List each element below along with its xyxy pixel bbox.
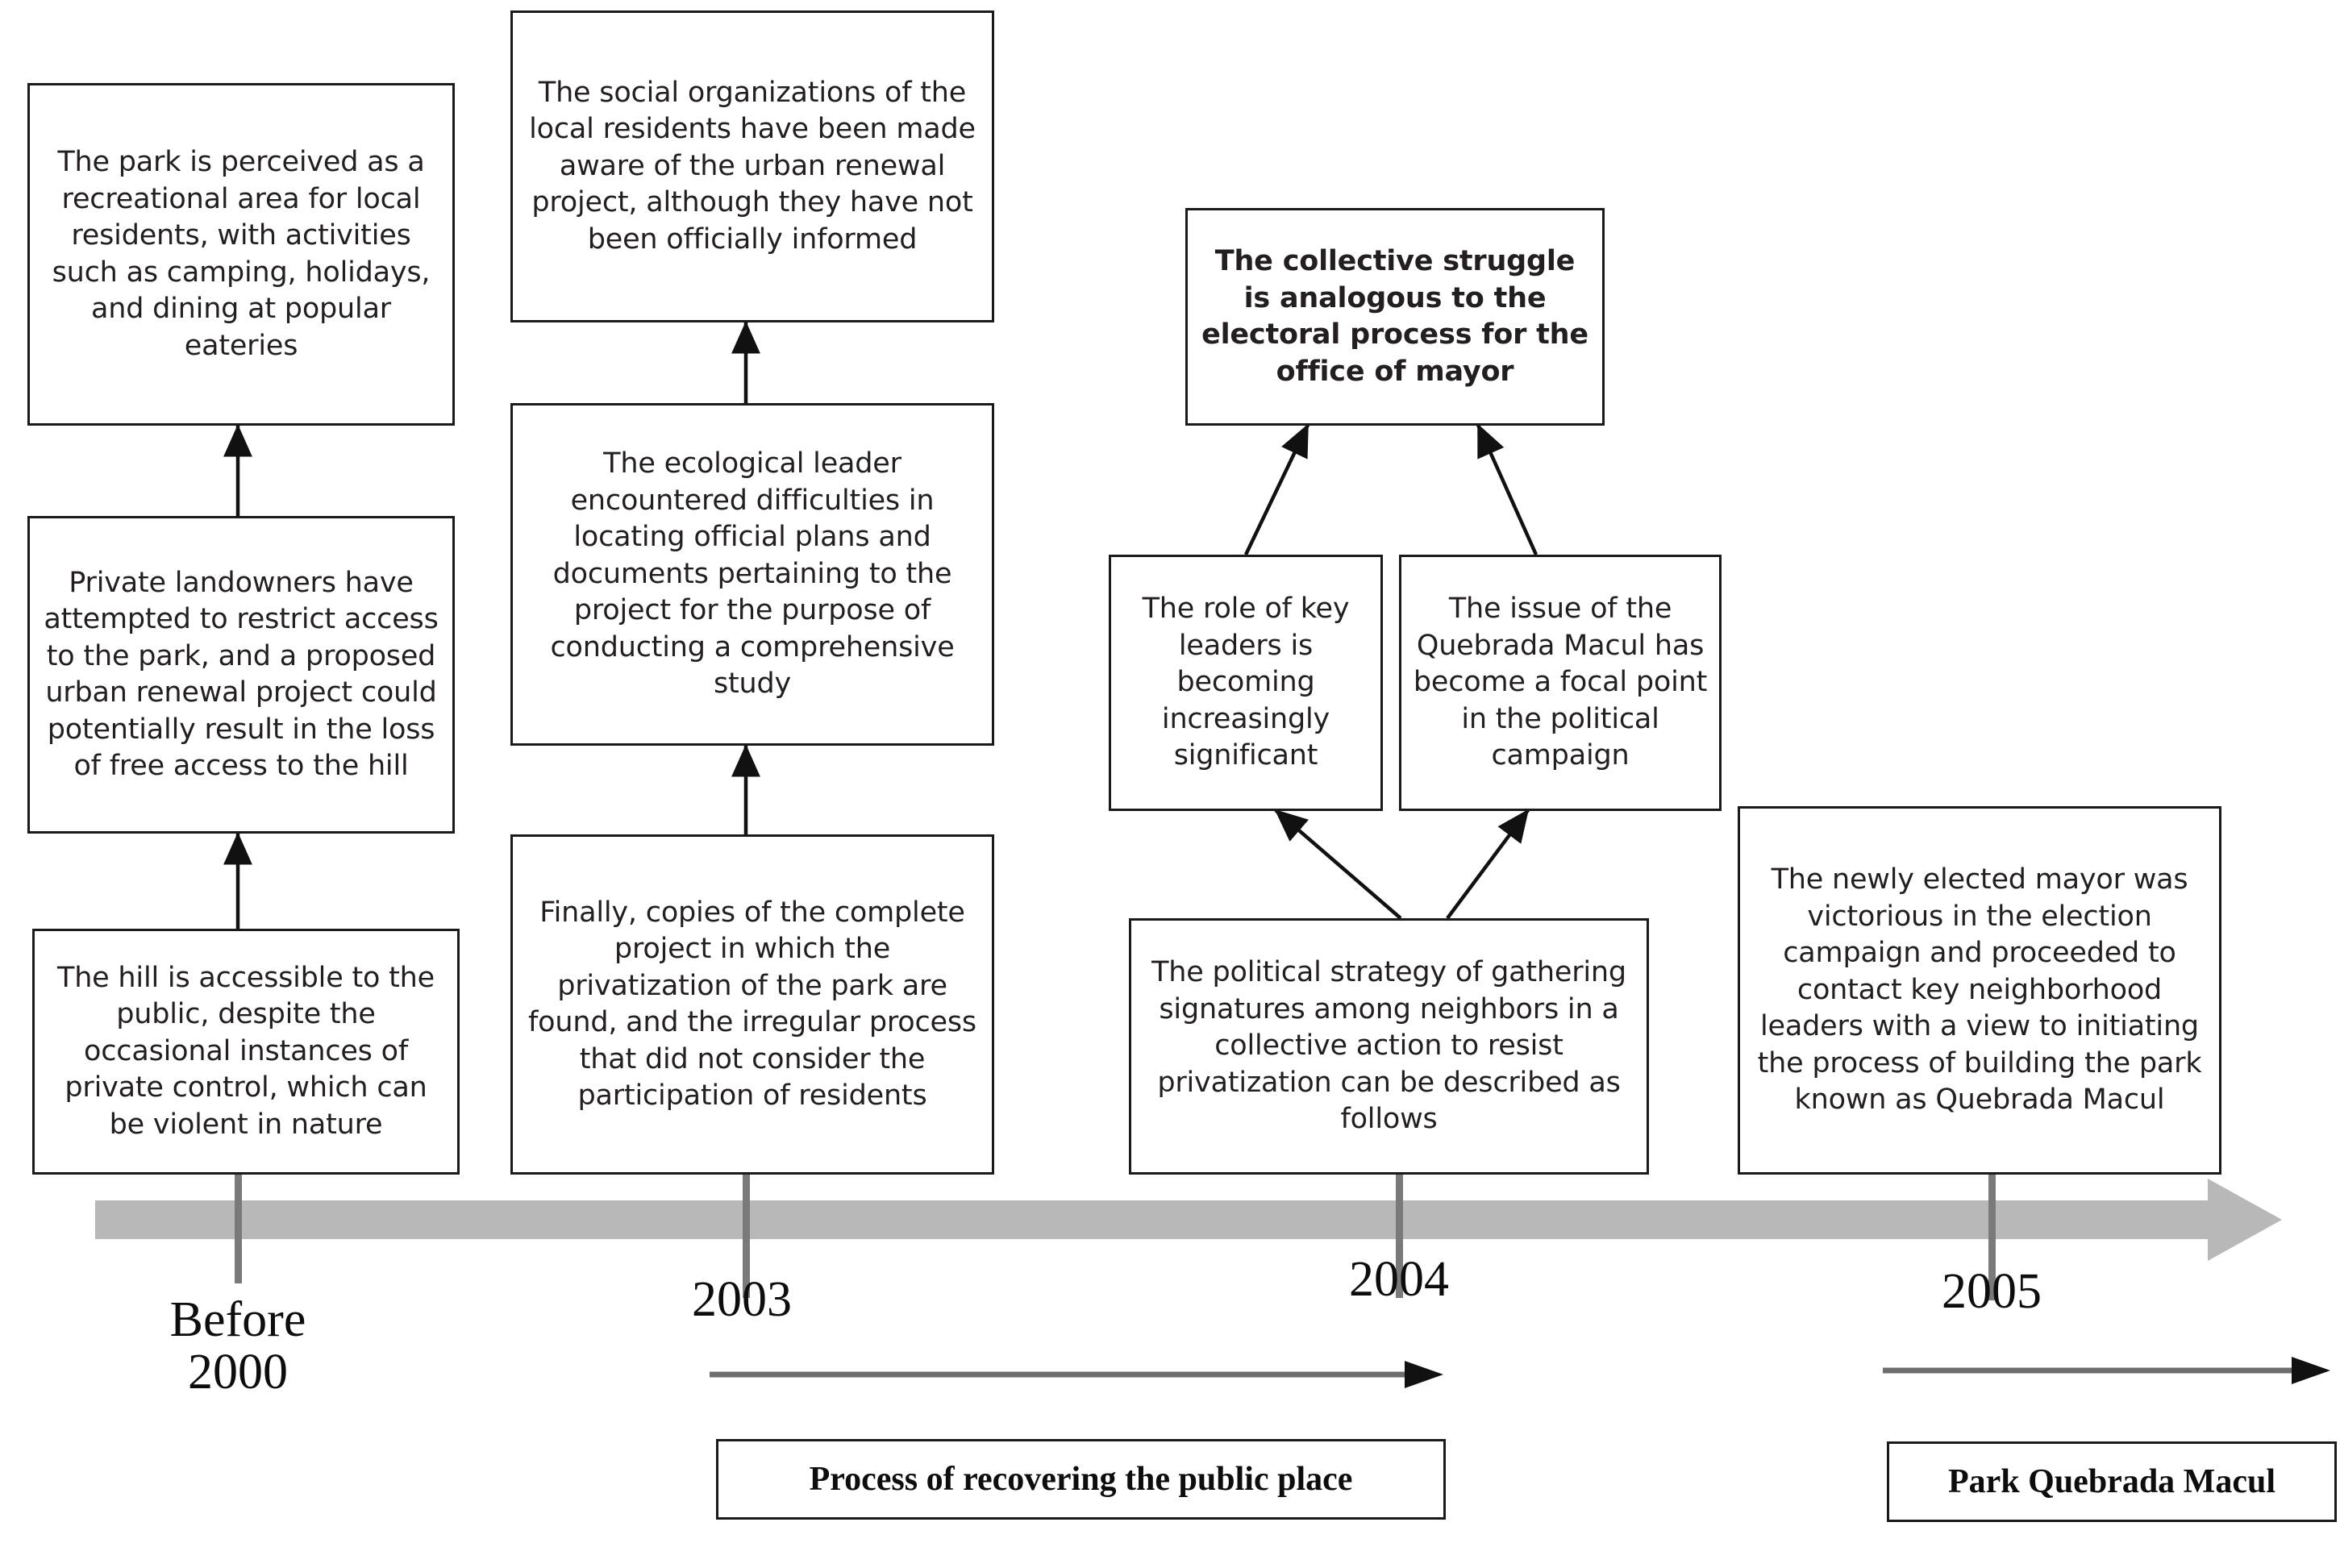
- node-2004-bottom[interactable]: The political strategy of gathering sign…: [1129, 918, 1649, 1175]
- node-text: The newly elected mayor was victorious i…: [1757, 863, 2202, 1117]
- phase-arrow-recovering: [710, 1361, 1443, 1388]
- phase-label-park[interactable]: Park Quebrada Macul: [1887, 1441, 2337, 1522]
- node-2004-right[interactable]: The issue of the Quebrada Macul has beco…: [1399, 555, 1722, 811]
- arrow-2004-bottom-to-right: [1446, 809, 1530, 920]
- node-text: The issue of the Quebrada Macul has beco…: [1413, 593, 1708, 772]
- phase-label-text: Process of recovering the public place: [809, 1461, 1353, 1498]
- node-text: The social organizations of the local re…: [529, 76, 976, 256]
- year-label-2005: 2005: [1942, 1264, 2042, 1319]
- node-text: The hill is accessible to the public, de…: [57, 961, 435, 1141]
- node-text: Private landowners have attempted to res…: [44, 566, 439, 783]
- node-text: The role of key leaders is becoming incr…: [1142, 593, 1350, 772]
- year-label-2003: 2003: [692, 1272, 792, 1327]
- node-2004-top[interactable]: The collective struggle is analogous to …: [1185, 208, 1605, 426]
- phase-label-text: Park Quebrada Macul: [1948, 1463, 2275, 1500]
- phase-label-recovering[interactable]: Process of recovering the public place: [716, 1439, 1446, 1520]
- node-before2000-top[interactable]: The park is perceived as a recreational …: [27, 83, 455, 426]
- node-2003-mid[interactable]: The ecological leader encountered diffic…: [510, 403, 994, 746]
- year-label-2004: 2004: [1349, 1252, 1449, 1307]
- node-text: Finally, copies of the complete project …: [528, 896, 976, 1113]
- phase-arrow-park: [1883, 1357, 2330, 1384]
- node-2004-left[interactable]: The role of key leaders is becoming incr…: [1109, 555, 1383, 811]
- node-text: The collective struggle is analogous to …: [1201, 245, 1588, 388]
- arrow-2004-right-to-top: [1476, 423, 1538, 555]
- node-text: The political strategy of gathering sign…: [1151, 956, 1626, 1136]
- main-timeline-arrow: [95, 1179, 2282, 1261]
- node-before2000-mid[interactable]: Private landowners have attempted to res…: [27, 516, 455, 834]
- node-2003-bottom[interactable]: Finally, copies of the complete project …: [510, 834, 994, 1175]
- node-text: The park is perceived as a recreational …: [52, 146, 431, 362]
- node-text: The ecological leader encountered diffic…: [550, 447, 955, 701]
- arrow-2004-left-to-top: [1243, 423, 1310, 555]
- year-label-before-2000: Before 2000: [169, 1292, 306, 1400]
- arrow-2004-bottom-to-left: [1274, 809, 1402, 920]
- node-before2000-bottom[interactable]: The hill is accessible to the public, de…: [32, 929, 460, 1175]
- node-2005-main[interactable]: The newly elected mayor was victorious i…: [1738, 806, 2221, 1175]
- node-2003-top[interactable]: The social organizations of the local re…: [510, 10, 994, 322]
